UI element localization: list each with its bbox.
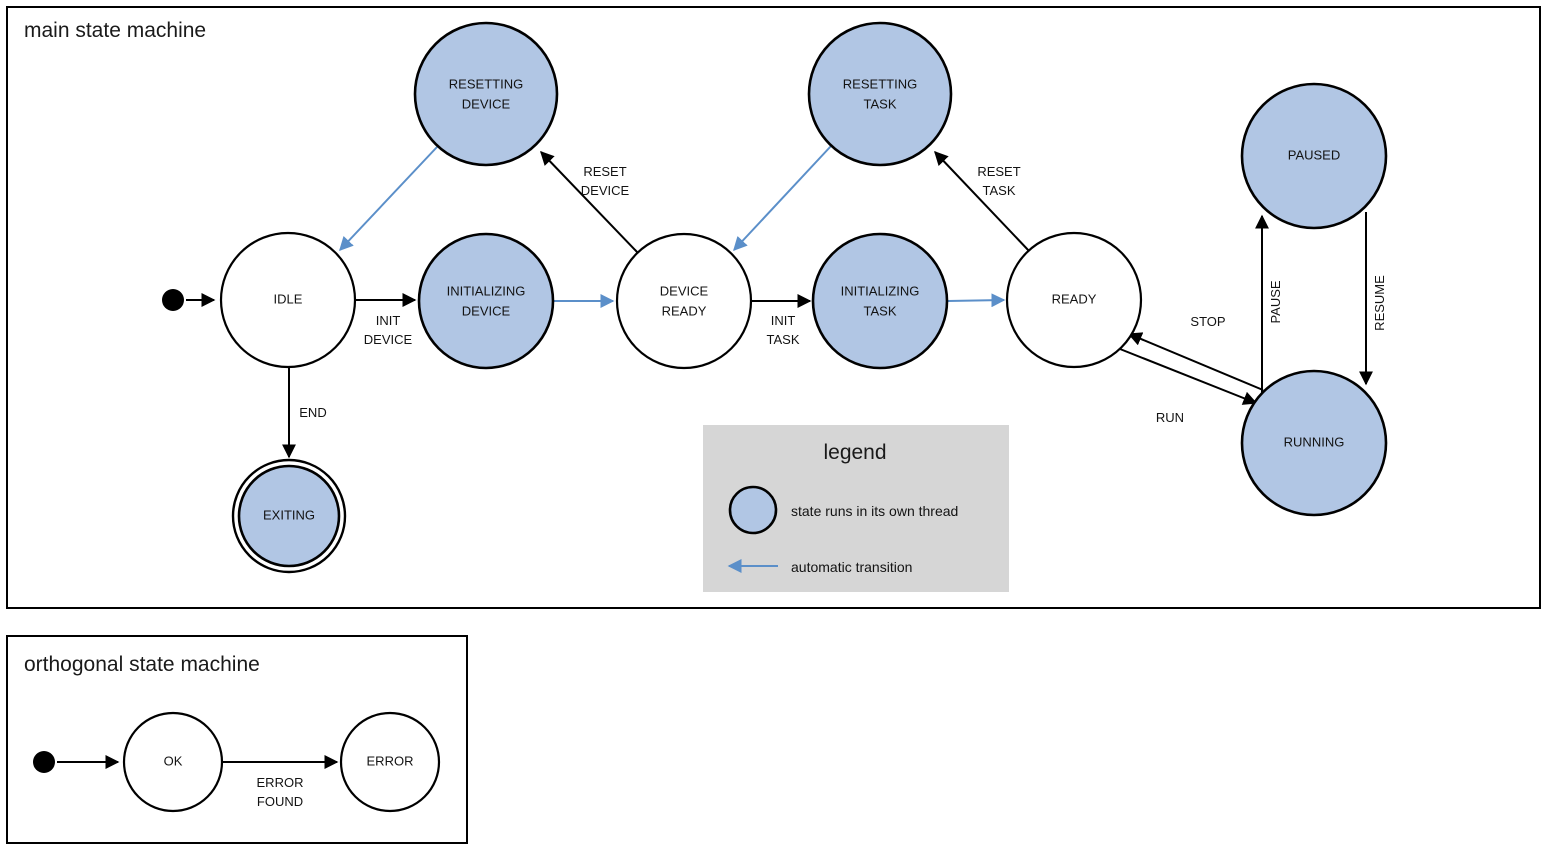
state-device-ready-shape[interactable] [615, 232, 753, 370]
state-initializing-device-label-line2: DEVICE [462, 303, 511, 318]
label-init-device-line1: INIT [376, 313, 401, 328]
label-run: RUN [1156, 410, 1184, 425]
main-machine-edge-labels: INIT DEVICE RESET DEVICE INIT TASK RESET… [299, 164, 1387, 425]
state-running-label: RUNNING [1284, 434, 1345, 449]
state-paused-label: PAUSED [1288, 147, 1341, 162]
state-ready[interactable]: READY [1005, 231, 1143, 369]
state-initializing-task[interactable]: INITIALIZING TASK [811, 232, 949, 370]
main-machine-states: IDLE RESETTING DEVICE INITIALIZING DEVIC… [162, 21, 1388, 574]
state-resetting-device-label-line1: RESETTING [449, 76, 523, 91]
label-stop: STOP [1190, 314, 1225, 329]
label-pause: PAUSE [1268, 280, 1283, 323]
main-machine-edges [186, 145, 1373, 459]
state-resetting-device-label-line2: DEVICE [462, 96, 511, 111]
legend-thread-text: state runs in its own thread [791, 503, 958, 519]
state-idle[interactable]: IDLE [219, 231, 357, 369]
label-reset-device-line2: DEVICE [581, 183, 630, 198]
label-reset-task-line1: RESET [977, 164, 1020, 179]
state-exiting-shape[interactable] [237, 464, 341, 568]
orthogonal-machine-title: orthogonal state machine [24, 653, 260, 676]
label-init-device-line2: DEVICE [364, 332, 413, 347]
state-resetting-device-shape[interactable] [413, 21, 559, 167]
state-device-ready[interactable]: DEVICE READY [615, 232, 753, 370]
edge-ready-to-resetting-task [934, 150, 1031, 253]
edge-ready-to-running [1119, 348, 1258, 405]
orthogonal-machine-states: OK ERROR [33, 711, 441, 813]
state-resetting-task[interactable]: RESETTING TASK [807, 21, 953, 167]
state-initializing-device-label-line1: INITIALIZING [447, 283, 526, 298]
state-resetting-task-label-line2: TASK [864, 96, 897, 111]
state-ok-shape[interactable] [122, 711, 224, 813]
state-initializing-task-label-line1: INITIALIZING [841, 283, 920, 298]
state-ready-label: READY [1052, 291, 1097, 306]
state-running[interactable]: RUNNING [1240, 369, 1388, 517]
edge-running-to-ready [1127, 332, 1264, 391]
edge-device-ready-to-resetting-device [540, 150, 639, 254]
state-initializing-device-shape[interactable] [417, 232, 555, 370]
label-init-task-line1: INIT [771, 313, 796, 328]
legend-title: legend [823, 441, 886, 464]
label-error-found-line1: ERROR [257, 775, 304, 790]
initial-pseudostate-orthogonal [33, 751, 55, 773]
state-device-ready-label-line1: DEVICE [660, 283, 709, 298]
state-paused-shape[interactable] [1240, 82, 1388, 230]
edge-resetting-device-to-idle [339, 146, 438, 252]
state-ok-label: OK [164, 753, 183, 768]
state-resetting-task-shape[interactable] [807, 21, 953, 167]
state-exiting[interactable]: EXITING [231, 458, 347, 574]
state-paused[interactable]: PAUSED [1240, 82, 1388, 230]
label-error-found-line2: FOUND [257, 794, 303, 809]
state-initializing-device[interactable]: INITIALIZING DEVICE [417, 232, 555, 370]
edge-resetting-task-to-device-ready [733, 145, 832, 252]
state-ready-shape[interactable] [1005, 231, 1143, 369]
main-machine-title: main state machine [24, 19, 206, 42]
state-ok[interactable]: OK [122, 711, 224, 813]
state-idle-shape[interactable] [219, 231, 357, 369]
legend: legend state runs in its own thread auto… [703, 425, 1009, 592]
state-idle-label: IDLE [274, 291, 303, 306]
state-resetting-device[interactable]: RESETTING DEVICE [413, 21, 559, 167]
state-error-shape[interactable] [339, 711, 441, 813]
state-device-ready-label-line2: READY [662, 303, 707, 318]
state-exiting-label: EXITING [263, 507, 315, 522]
label-resume: RESUME [1372, 275, 1387, 331]
initial-pseudostate-main [162, 289, 184, 311]
state-error-label: ERROR [367, 753, 414, 768]
label-reset-task-line2: TASK [983, 183, 1016, 198]
label-init-task-line2: TASK [767, 332, 800, 347]
legend-thread-swatch-icon [728, 485, 778, 535]
state-running-shape[interactable] [1240, 369, 1388, 517]
edge-initializing-task-to-ready [947, 293, 1006, 308]
orthogonal-machine-edges: ERROR FOUND [57, 755, 339, 809]
legend-auto-transition-text: automatic transition [791, 559, 912, 575]
state-resetting-task-label-line1: RESETTING [843, 76, 917, 91]
label-reset-device-line1: RESET [583, 164, 626, 179]
state-error[interactable]: ERROR [339, 711, 441, 813]
state-initializing-task-label-line2: TASK [864, 303, 897, 318]
state-initializing-task-shape[interactable] [811, 232, 949, 370]
label-end: END [299, 405, 326, 420]
